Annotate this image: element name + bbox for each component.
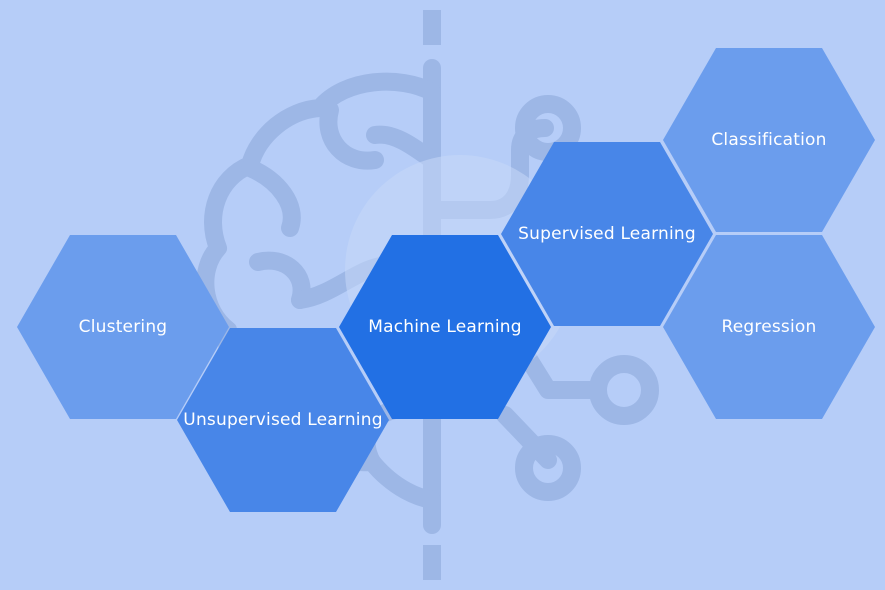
supervised-learning-label: Supervised Learning (518, 224, 696, 244)
unsupervised-learning-label: Unsupervised Learning (183, 410, 383, 430)
classification-label: Classification (711, 130, 827, 150)
clustering-label: Clustering (78, 317, 168, 337)
machine-learning-label: Machine Learning (368, 317, 522, 337)
regression-label: Regression (721, 317, 817, 337)
